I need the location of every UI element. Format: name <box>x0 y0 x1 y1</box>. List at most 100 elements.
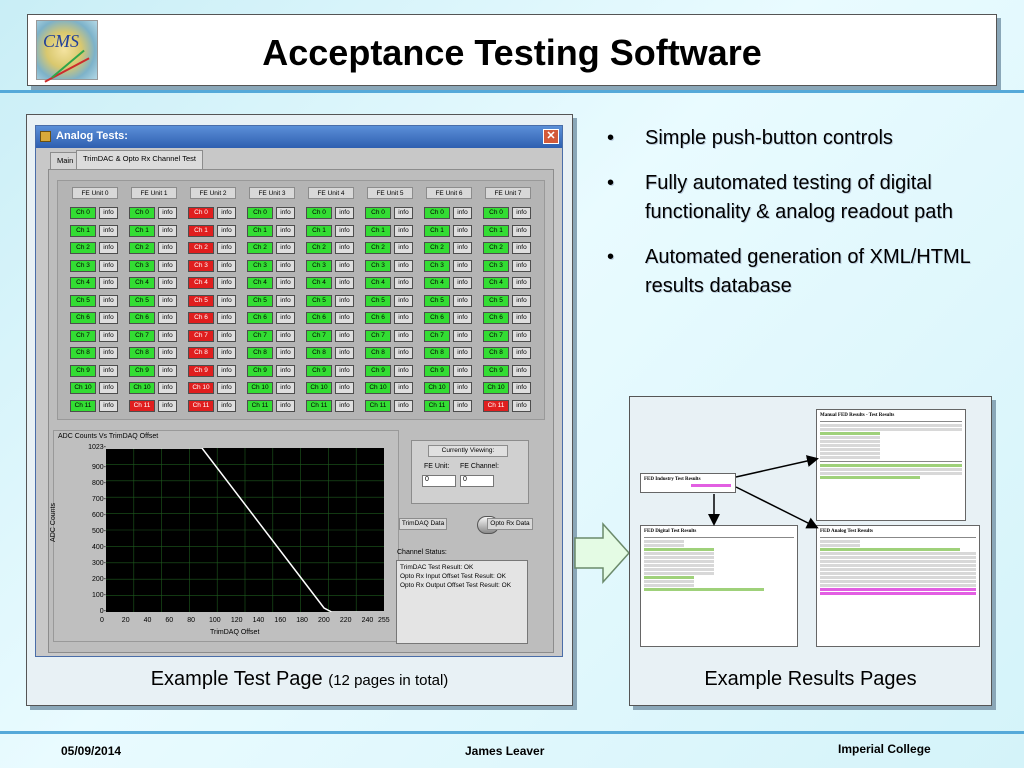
info-button[interactable]: info <box>217 294 236 307</box>
info-button[interactable]: info <box>217 347 236 359</box>
channel-button[interactable]: Ch 3 <box>70 259 96 272</box>
info-button[interactable]: info <box>335 207 354 219</box>
channel-button[interactable]: Ch 6 <box>247 312 273 324</box>
info-button[interactable]: info <box>99 224 118 237</box>
channel-button[interactable]: Ch 8 <box>365 347 391 359</box>
channel-button[interactable]: Ch 2 <box>247 242 273 254</box>
info-button[interactable]: info <box>99 312 118 324</box>
channel-button[interactable]: Ch 9 <box>70 364 96 377</box>
info-button[interactable]: info <box>158 277 177 289</box>
info-button[interactable]: info <box>99 329 118 342</box>
info-button[interactable]: info <box>512 399 531 412</box>
info-button[interactable]: info <box>217 259 236 272</box>
info-button[interactable]: info <box>335 347 354 359</box>
info-button[interactable]: info <box>276 294 295 307</box>
info-button[interactable]: info <box>158 329 177 342</box>
info-button[interactable]: info <box>217 312 236 324</box>
info-button[interactable]: info <box>453 294 472 307</box>
channel-button[interactable]: Ch 0 <box>188 207 214 219</box>
info-button[interactable]: info <box>394 224 413 237</box>
info-button[interactable]: info <box>512 259 531 272</box>
info-button[interactable]: info <box>276 277 295 289</box>
info-button[interactable]: info <box>99 294 118 307</box>
channel-button[interactable]: Ch 4 <box>188 277 214 289</box>
channel-button[interactable]: Ch 4 <box>70 277 96 289</box>
channel-button[interactable]: Ch 9 <box>483 364 509 377</box>
info-button[interactable]: info <box>394 259 413 272</box>
info-button[interactable]: info <box>335 364 354 377</box>
channel-button[interactable]: Ch 3 <box>188 259 214 272</box>
channel-button[interactable]: Ch 7 <box>129 329 155 342</box>
info-button[interactable]: info <box>453 364 472 377</box>
info-button[interactable]: info <box>276 364 295 377</box>
channel-button[interactable]: Ch 8 <box>129 347 155 359</box>
info-button[interactable]: info <box>217 242 236 254</box>
info-button[interactable]: info <box>394 312 413 324</box>
close-icon[interactable]: ✕ <box>543 129 559 144</box>
info-button[interactable]: info <box>99 399 118 412</box>
info-button[interactable]: info <box>158 242 177 254</box>
info-button[interactable]: info <box>394 277 413 289</box>
channel-button[interactable]: Ch 5 <box>129 294 155 307</box>
info-button[interactable]: info <box>276 259 295 272</box>
info-button[interactable]: info <box>335 259 354 272</box>
info-button[interactable]: info <box>99 207 118 219</box>
channel-button[interactable]: Ch 9 <box>424 364 450 377</box>
info-button[interactable]: info <box>394 294 413 307</box>
info-button[interactable]: info <box>335 277 354 289</box>
channel-button[interactable]: Ch 10 <box>129 382 155 394</box>
channel-button[interactable]: Ch 10 <box>247 382 273 394</box>
channel-button[interactable]: Ch 4 <box>424 277 450 289</box>
channel-button[interactable]: Ch 2 <box>129 242 155 254</box>
channel-button[interactable]: Ch 3 <box>129 259 155 272</box>
info-button[interactable]: info <box>394 399 413 412</box>
info-button[interactable]: info <box>453 399 472 412</box>
channel-button[interactable]: Ch 10 <box>483 382 509 394</box>
info-button[interactable]: info <box>453 312 472 324</box>
channel-button[interactable]: Ch 8 <box>483 347 509 359</box>
channel-button[interactable]: Ch 5 <box>483 294 509 307</box>
info-button[interactable]: info <box>158 382 177 394</box>
channel-button[interactable]: Ch 6 <box>424 312 450 324</box>
info-button[interactable]: info <box>453 242 472 254</box>
channel-button[interactable]: Ch 3 <box>424 259 450 272</box>
info-button[interactable]: info <box>99 382 118 394</box>
channel-button[interactable]: Ch 6 <box>365 312 391 324</box>
channel-button[interactable]: Ch 1 <box>483 224 509 237</box>
channel-button[interactable]: Ch 10 <box>365 382 391 394</box>
info-button[interactable]: info <box>512 347 531 359</box>
info-button[interactable]: info <box>512 329 531 342</box>
info-button[interactable]: info <box>453 224 472 237</box>
info-button[interactable]: info <box>453 347 472 359</box>
channel-button[interactable]: Ch 2 <box>483 242 509 254</box>
channel-button[interactable]: Ch 2 <box>188 242 214 254</box>
channel-button[interactable]: Ch 10 <box>306 382 332 394</box>
info-button[interactable]: info <box>217 364 236 377</box>
channel-button[interactable]: Ch 4 <box>483 277 509 289</box>
info-button[interactable]: info <box>158 224 177 237</box>
info-button[interactable]: info <box>158 347 177 359</box>
channel-button[interactable]: Ch 3 <box>483 259 509 272</box>
info-button[interactable]: info <box>394 347 413 359</box>
info-button[interactable]: info <box>276 329 295 342</box>
channel-button[interactable]: Ch 3 <box>306 259 332 272</box>
channel-button[interactable]: Ch 7 <box>365 329 391 342</box>
channel-button[interactable]: Ch 11 <box>70 399 96 412</box>
channel-button[interactable]: Ch 11 <box>129 399 155 412</box>
info-button[interactable]: info <box>453 277 472 289</box>
channel-button[interactable]: Ch 6 <box>129 312 155 324</box>
info-button[interactable]: info <box>512 294 531 307</box>
channel-button[interactable]: Ch 5 <box>70 294 96 307</box>
info-button[interactable]: info <box>512 382 531 394</box>
info-button[interactable]: info <box>158 207 177 219</box>
info-button[interactable]: info <box>99 347 118 359</box>
channel-button[interactable]: Ch 9 <box>306 364 332 377</box>
window-titlebar[interactable]: Analog Tests: ✕ <box>36 126 562 148</box>
info-button[interactable]: info <box>276 312 295 324</box>
channel-button[interactable]: Ch 8 <box>306 347 332 359</box>
info-button[interactable]: info <box>99 259 118 272</box>
channel-button[interactable]: Ch 4 <box>306 277 332 289</box>
channel-button[interactable]: Ch 5 <box>306 294 332 307</box>
channel-button[interactable]: Ch 0 <box>424 207 450 219</box>
channel-button[interactable]: Ch 0 <box>247 207 273 219</box>
